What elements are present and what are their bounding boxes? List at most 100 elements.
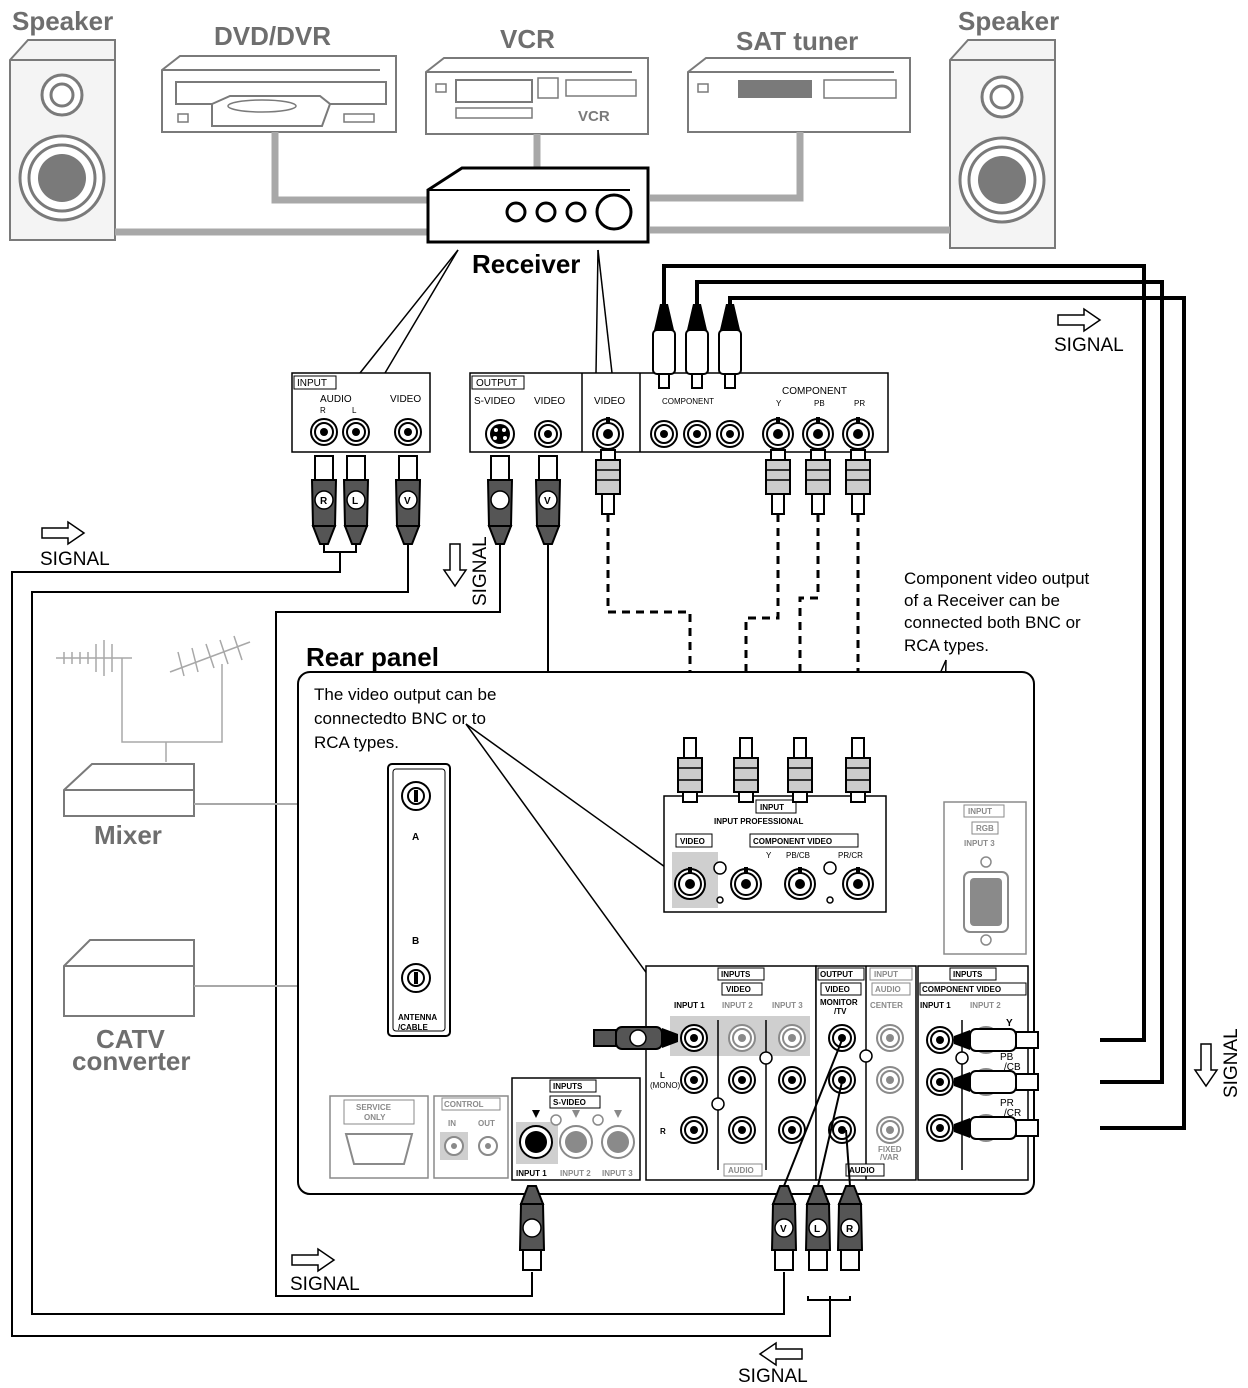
panel-svideo-label: S-VIDEO: [474, 396, 515, 407]
sv-svideo-label: S-VIDEO: [553, 1098, 586, 1107]
iv-mono-label: (MONO): [650, 1081, 681, 1090]
panel-input-label: INPUT: [297, 378, 327, 389]
sv-input3-label: INPUT 3: [602, 1169, 633, 1178]
note-component-line4: RCA types.: [904, 636, 989, 655]
control-in-label: IN: [448, 1119, 456, 1128]
panel-video-label: VIDEO: [390, 394, 421, 405]
prof-prcr-label: PR/CR: [838, 851, 863, 860]
prof-input-label: INPUT: [760, 803, 784, 812]
ci-input1-label: INPUT 1: [920, 1001, 951, 1010]
sv-input1-label: INPUT 1: [516, 1169, 547, 1178]
ci-component-label: COMPONENT VIDEO: [922, 985, 1001, 994]
sat-label: SAT tuner: [736, 26, 858, 56]
iv-inputs-label: INPUTS: [721, 970, 751, 979]
note-video-line1: The video output can be: [314, 685, 496, 704]
iv-video-label: VIDEO: [726, 985, 751, 994]
out-plug-l-letter: L: [814, 1224, 820, 1235]
service-port: SERVICE ONLY: [330, 1096, 428, 1178]
panel-component-rca-label: COMPONENT: [662, 397, 714, 406]
antenna-label-line1: ANTENNA: [398, 1013, 437, 1022]
vcr-face-label: VCR: [578, 108, 610, 125]
speaker-right: Speaker: [950, 6, 1059, 248]
speaker-right-label: Speaker: [958, 6, 1059, 36]
antenna-a-label: A: [412, 832, 419, 843]
output-monitor-panel: OUTPUT VIDEO MONITOR /TV AUDIO INPUT AUD…: [816, 966, 916, 1180]
signal-label-2: SIGNAL: [470, 536, 491, 606]
professional-input-panel: INPUT INPUT PROFESSIONAL VIDEO COMPONENT…: [664, 796, 886, 912]
note-video-line2: connectedto BNC or to: [314, 709, 486, 728]
ic-var-label: /VAR: [880, 1153, 899, 1162]
sat-tuner: SAT tuner: [688, 26, 910, 132]
panel-pr-label: PR: [854, 399, 865, 408]
note-component-line1: Component video output: [904, 569, 1090, 588]
signal-label-8: SIGNAL: [738, 1366, 808, 1387]
om-tv-label: /TV: [834, 1007, 847, 1016]
plug-v2-letter: V: [544, 496, 551, 507]
signal-label-1: SIGNAL: [40, 549, 110, 570]
panel-r-label: R: [320, 406, 326, 415]
panel-y-label: Y: [776, 399, 782, 408]
ci-y-label: Y: [1006, 1018, 1013, 1029]
rear-panel-title: Rear panel: [306, 642, 439, 672]
video-input1-plug: [594, 1027, 678, 1049]
prof-title-label: INPUT PROFESSIONAL: [714, 817, 803, 826]
speaker-left: Speaker: [10, 6, 115, 240]
prof-video-label: VIDEO: [680, 837, 705, 846]
note-component-line3: connected both BNC or: [904, 613, 1081, 632]
iv-r-label: R: [660, 1127, 666, 1136]
vcr: VCR VCR: [426, 24, 648, 134]
plug-l-letter: L: [352, 496, 358, 507]
vcr-label: VCR: [500, 24, 555, 54]
rgb-rgb-label: RGB: [976, 824, 994, 833]
iv-input2-label: INPUT 2: [722, 1001, 753, 1010]
panel-component-bnc-label: COMPONENT: [782, 386, 847, 397]
signal-label-6: SIGNAL: [1221, 1028, 1242, 1098]
rgb-input-label: INPUT: [968, 807, 992, 816]
om-output-label: OUTPUT: [820, 970, 853, 979]
rgb-input-panel: INPUT RGB INPUT 3: [944, 802, 1026, 954]
antenna-terminal-panel: A B ANTENNA /CABLE: [388, 764, 450, 1036]
iv-l-label: L: [660, 1071, 665, 1080]
panel-video3-label: VIDEO: [594, 396, 625, 407]
panel-l-label: L: [352, 406, 357, 415]
out-plug-r-letter: R: [846, 1224, 854, 1235]
control-ports: CONTROL IN OUT: [434, 1096, 508, 1178]
catv-label-line2: converter: [72, 1046, 191, 1076]
out-plug-v-letter: V: [780, 1224, 787, 1235]
antenna-illustration: [56, 636, 250, 762]
receiver-input-panel: INPUT AUDIO R L VIDEO: [292, 373, 430, 452]
panel-pb-label: PB: [814, 399, 825, 408]
control-title-label: CONTROL: [444, 1100, 484, 1109]
component-inputs-plugs: [954, 1029, 1038, 1139]
plug-r-letter: R: [320, 496, 328, 507]
ci-inputs-label: INPUTS: [953, 970, 983, 979]
dvd-label: DVD/DVR: [214, 21, 331, 51]
mixer-label: Mixer: [94, 820, 162, 850]
prof-component-label: COMPONENT VIDEO: [753, 837, 832, 846]
panel-audio-label: AUDIO: [320, 394, 352, 405]
control-out-label: OUT: [478, 1119, 495, 1128]
panel-video2-label: VIDEO: [534, 396, 565, 407]
receiver-output-plugs: R L V V: [312, 450, 870, 544]
antenna-label-line2: /CABLE: [398, 1023, 428, 1032]
om-video-label: VIDEO: [825, 985, 850, 994]
ic-input-label: INPUT: [874, 970, 898, 979]
iv-input3-label: INPUT 3: [772, 1001, 803, 1010]
prof-pbcb-label: PB/CB: [786, 851, 810, 860]
sv-input2-label: INPUT 2: [560, 1169, 591, 1178]
note-component-line2: of a Receiver can be: [904, 591, 1060, 610]
service-label-line2: ONLY: [364, 1113, 386, 1122]
sv-inputs-label: INPUTS: [553, 1082, 583, 1091]
om-monitor-label: MONITOR: [820, 998, 858, 1007]
ic-center-label: CENTER: [870, 1001, 903, 1010]
ic-audio-label: AUDIO: [875, 985, 901, 994]
svideo-inputs-panel: INPUTS S-VIDEO INPUT 1 INPUT 2 INPUT 3: [512, 1078, 640, 1180]
dvd-player: DVD/DVR: [162, 21, 396, 132]
plug-v-letter: V: [404, 496, 411, 507]
note-video-line3: RCA types.: [314, 733, 399, 752]
inputs-video-panel: INPUTS VIDEO INPUT 1 INPUT 2 INPUT 3 L (…: [646, 966, 816, 1180]
ci-input2-label: INPUT 2: [970, 1001, 1001, 1010]
iv-audio-label: AUDIO: [728, 1166, 754, 1175]
service-label-line1: SERVICE: [356, 1103, 392, 1112]
